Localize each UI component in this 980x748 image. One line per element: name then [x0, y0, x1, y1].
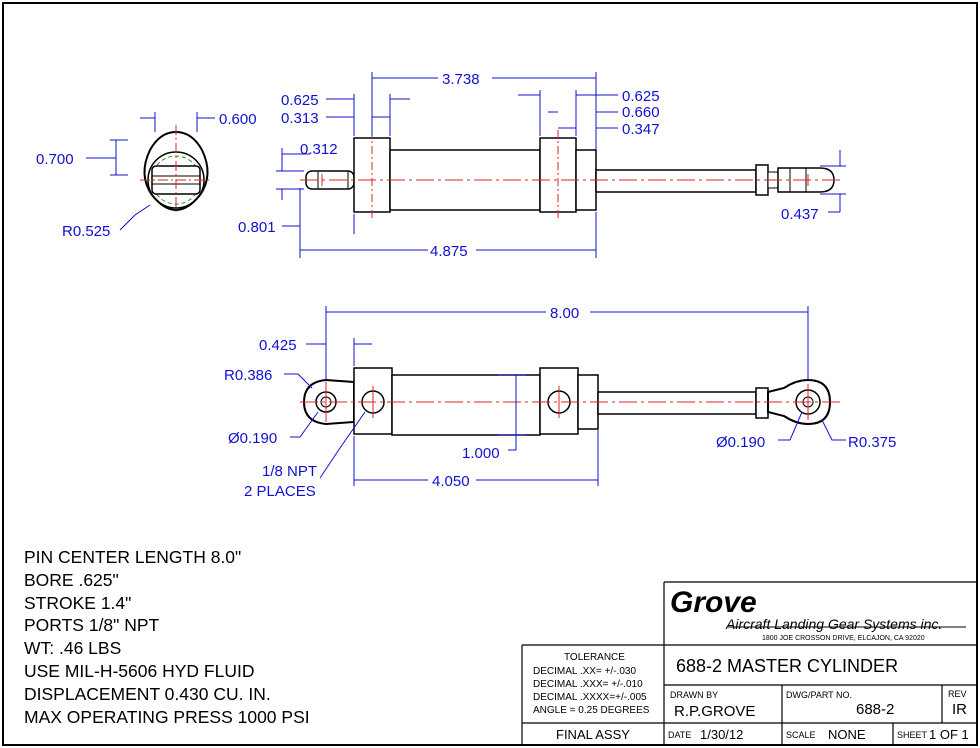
final-assy: FINAL ASSY — [556, 727, 630, 742]
leader-line — [119, 204, 151, 231]
note-line: STROKE 1.4" — [24, 592, 132, 613]
dim-port-callout-2: 2 PLACES — [244, 483, 316, 500]
leader-line — [290, 411, 319, 438]
company-subtitle: Aircraft Landing Gear Systems inc. — [725, 616, 942, 632]
dim-body-length: 4.875 — [430, 243, 468, 260]
title-block-text: Grove Aircraft Landing Gear Systems inc.… — [533, 586, 969, 742]
rev: IR — [952, 701, 967, 718]
note-line: USE MIL-H-5606 HYD FLUID — [24, 660, 255, 681]
dim-left-boss: 0.625 — [281, 92, 319, 109]
part-no: 688-2 — [856, 701, 894, 718]
dim-right-boss: 0.625 — [622, 88, 660, 105]
dim-clevis-height: 0.801 — [238, 219, 276, 236]
dim-end-radius: R0.525 — [62, 223, 110, 240]
drawing-title: 688-2 MASTER CYLINDER — [676, 656, 898, 676]
date-label: DATE — [668, 730, 691, 740]
note-line: DISPLACEMENT 0.430 CU. IN. — [24, 683, 271, 704]
note-line: MAX OPERATING PRESS 1000 PSI — [24, 706, 310, 727]
leader-line — [778, 411, 803, 441]
part-no-label: DWG/PART NO. — [786, 690, 852, 700]
general-notes: PIN CENTER LENGTH 8.0" BORE .625" STROKE… — [24, 546, 310, 728]
dim-clevis-hole: Ø0.190 — [228, 430, 277, 447]
side-body-tube — [391, 374, 541, 436]
side-piston-rod — [597, 391, 757, 415]
rev-label: REV — [948, 689, 967, 699]
leader-line — [284, 373, 313, 389]
dim-rod-end-height: 0.437 — [781, 206, 819, 223]
top-piston-rod — [595, 169, 757, 193]
dim-body-height: 1.000 — [462, 445, 500, 462]
sheet-label: SHEET — [897, 730, 928, 740]
note-line: BORE .625" — [24, 569, 119, 590]
date: 1/30/12 — [700, 727, 743, 742]
company-name: Grove — [670, 586, 757, 619]
side-view: 8.00 0.425 R0.386 Ø0.190 1.000 4.050 1/8… — [224, 305, 896, 500]
title-block — [521, 581, 977, 745]
sheet: 1 OF 1 — [929, 727, 969, 742]
note-line: PORTS 1/8" NPT — [24, 615, 160, 636]
dim-port-spacing: 4.050 — [432, 473, 470, 490]
dim-clevis-radius: R0.386 — [224, 367, 272, 384]
dim-overall: 3.738 — [442, 71, 480, 88]
dim-end-height: 0.700 — [36, 151, 74, 168]
drawn-by: R.P.GROVE — [674, 703, 755, 720]
leader-line — [821, 419, 846, 441]
scale-label: SCALE — [786, 730, 816, 740]
note-line: PIN CENTER LENGTH 8.0" — [24, 547, 242, 567]
tolerance-4: ANGLE = 0.25 DEGREES — [533, 705, 650, 716]
dim-port-callout-1: 1/8 NPT — [262, 463, 317, 480]
dim-clevis-offset: 0.425 — [259, 337, 297, 354]
tolerance-3: DECIMAL .XXXX=+/-.005 — [533, 692, 647, 703]
tolerance-header: TOLERANCE — [564, 652, 625, 663]
dim-pin-center: 8.00 — [550, 305, 579, 322]
dim-left-port-offset: 0.313 — [281, 110, 319, 127]
dim-rod-end-radius: R0.375 — [848, 434, 896, 451]
tolerance-1: DECIMAL .XX= +/-.030 — [533, 666, 636, 677]
top-view: 3.738 0.625 0.313 0.625 0.660 0.347 0.31… — [238, 71, 846, 260]
dim-right-rod-step: 0.347 — [622, 121, 660, 138]
company-address: 1800 JOE CROSSON DRIVE, ELCAJON, CA 9202… — [762, 635, 925, 642]
dim-clevis-slot: 0.312 — [300, 141, 338, 158]
scale: NONE — [828, 727, 866, 742]
leader-line — [319, 411, 366, 479]
tolerance-2: DECIMAL .XXX= +/-.010 — [533, 679, 643, 690]
dim-right-port-offset: 0.660 — [622, 104, 660, 121]
note-line: WT: .46 LBS — [24, 638, 122, 659]
side-jam-nut — [755, 387, 769, 419]
dim-rod-end-hole: Ø0.190 — [716, 434, 765, 451]
dim-end-width: 0.600 — [219, 111, 257, 128]
end-view: 0.600 0.700 R0.525 — [36, 111, 257, 240]
drawn-by-label: DRAWN BY — [670, 690, 718, 700]
